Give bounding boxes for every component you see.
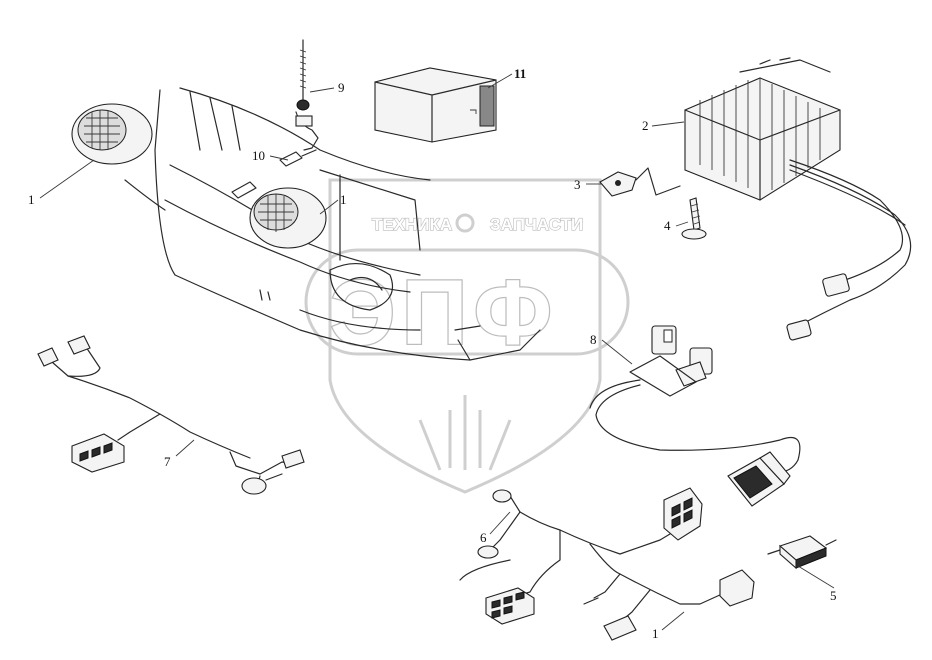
bolt	[231, 181, 257, 199]
callout-1-headlight-right: 1	[340, 192, 347, 207]
plug-b	[786, 319, 812, 341]
connector-6a	[663, 487, 703, 541]
terminal-a	[37, 335, 91, 367]
watermark-text-left: ТЕХНИКА	[372, 215, 452, 234]
switch-harness	[589, 325, 801, 474]
headlight-left	[71, 103, 153, 165]
connector-1b	[583, 569, 755, 641]
harness-left	[37, 335, 305, 495]
watermark-text-right: ЗАПЧАСТИ	[490, 215, 583, 234]
harness-bottom	[459, 487, 755, 641]
callout-6: 6	[480, 530, 487, 545]
relay	[767, 535, 837, 570]
callout-3: 3	[574, 177, 581, 192]
connector-7	[71, 433, 125, 473]
callouts: 1 1 1 2 3 4 5 6 7 8 9 10 11	[28, 66, 837, 641]
watermark: ТЕХНИКА ЗАПЧАСТИ ЭПФ	[304, 178, 630, 494]
callout-1-harness: 1	[652, 626, 659, 641]
callout-7: 7	[164, 454, 171, 469]
callout-11: 11	[514, 66, 526, 81]
callout-9: 9	[338, 80, 345, 95]
regulator-harness	[786, 159, 912, 341]
headlight-right	[249, 187, 327, 249]
antenna	[295, 39, 319, 151]
antenna-connector	[279, 149, 317, 167]
callout-4: 4	[664, 218, 671, 233]
tractor-front	[71, 87, 541, 361]
callout-10: 10	[252, 148, 265, 163]
leader-lines	[39, 73, 835, 631]
regulator	[684, 57, 841, 201]
callout-2: 2	[642, 118, 649, 133]
terminal-b	[241, 449, 305, 495]
bulb-socket	[477, 489, 512, 559]
gear-icon	[455, 213, 475, 233]
callout-8: 8	[590, 332, 597, 347]
wheat-icon	[418, 395, 512, 471]
connector-6b	[485, 587, 535, 625]
rocker-switch	[727, 451, 791, 507]
radio-unit	[374, 67, 497, 143]
screw	[681, 197, 707, 240]
callout-5: 5	[830, 588, 837, 603]
bracket	[599, 167, 681, 197]
callout-1-headlight-left: 1	[28, 192, 35, 207]
plug-a	[822, 273, 850, 297]
